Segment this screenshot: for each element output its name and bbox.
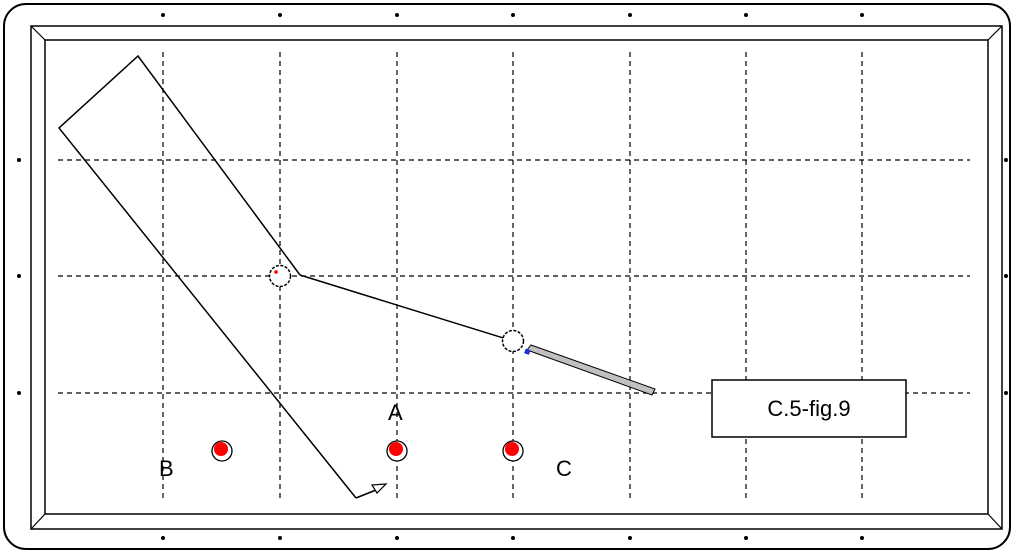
table-outer-border bbox=[3, 3, 1011, 550]
cushion-corner-bl bbox=[30, 513, 46, 530]
cue-ball bbox=[501, 329, 525, 353]
diamond-top bbox=[511, 13, 515, 17]
diamond-left bbox=[17, 274, 21, 278]
diamond-top bbox=[395, 13, 399, 17]
ball-b-fill bbox=[214, 442, 228, 456]
diamond-left bbox=[17, 158, 21, 162]
diamond-bottom bbox=[628, 536, 632, 540]
ball-c-fill bbox=[505, 442, 519, 456]
direction-arrow-icon bbox=[355, 483, 388, 499]
cushion-corner-br bbox=[987, 513, 1003, 530]
cushion-corner-tl bbox=[30, 25, 46, 41]
diamond-bottom bbox=[278, 536, 282, 540]
contact-point-marker bbox=[274, 270, 278, 274]
diamond-right bbox=[1004, 274, 1008, 278]
object-balls bbox=[211, 440, 524, 462]
diamond-bottom bbox=[395, 536, 399, 540]
contact-ball-positions bbox=[268, 264, 525, 353]
diamond-top bbox=[860, 13, 864, 17]
ball-a-fill bbox=[389, 442, 403, 456]
cushion-corner-tr bbox=[987, 25, 1003, 41]
diamond-bottom bbox=[161, 536, 165, 540]
diamond-top bbox=[744, 13, 748, 17]
cushion-outer-edge bbox=[30, 25, 1003, 530]
figure-label: C.5-fig.9 bbox=[767, 396, 850, 421]
cue-body bbox=[526, 344, 656, 396]
cue-tip bbox=[524, 348, 531, 355]
diamond-grid bbox=[58, 52, 970, 500]
diamond-top bbox=[628, 13, 632, 17]
ball-label-b: B bbox=[159, 456, 174, 481]
diamond-top bbox=[161, 13, 165, 17]
diamond-bottom bbox=[511, 536, 515, 540]
diamond-bottom bbox=[744, 536, 748, 540]
ghost-ball-contact bbox=[268, 264, 292, 288]
cue-stick bbox=[524, 344, 656, 396]
figure-label-box: C.5-fig.9 bbox=[711, 379, 907, 438]
band-outline bbox=[57, 54, 357, 499]
diamond-left bbox=[17, 391, 21, 395]
diamond-right bbox=[1004, 158, 1008, 162]
diamond-right bbox=[1004, 391, 1008, 395]
rail-diamonds bbox=[17, 13, 1008, 540]
ball-label-a: A bbox=[388, 400, 403, 425]
diamond-top bbox=[278, 13, 282, 17]
diamond-bottom bbox=[860, 536, 864, 540]
ball-label-c: C bbox=[556, 456, 572, 481]
cue-ball-path bbox=[299, 274, 514, 342]
figure-label-frame bbox=[711, 379, 907, 438]
